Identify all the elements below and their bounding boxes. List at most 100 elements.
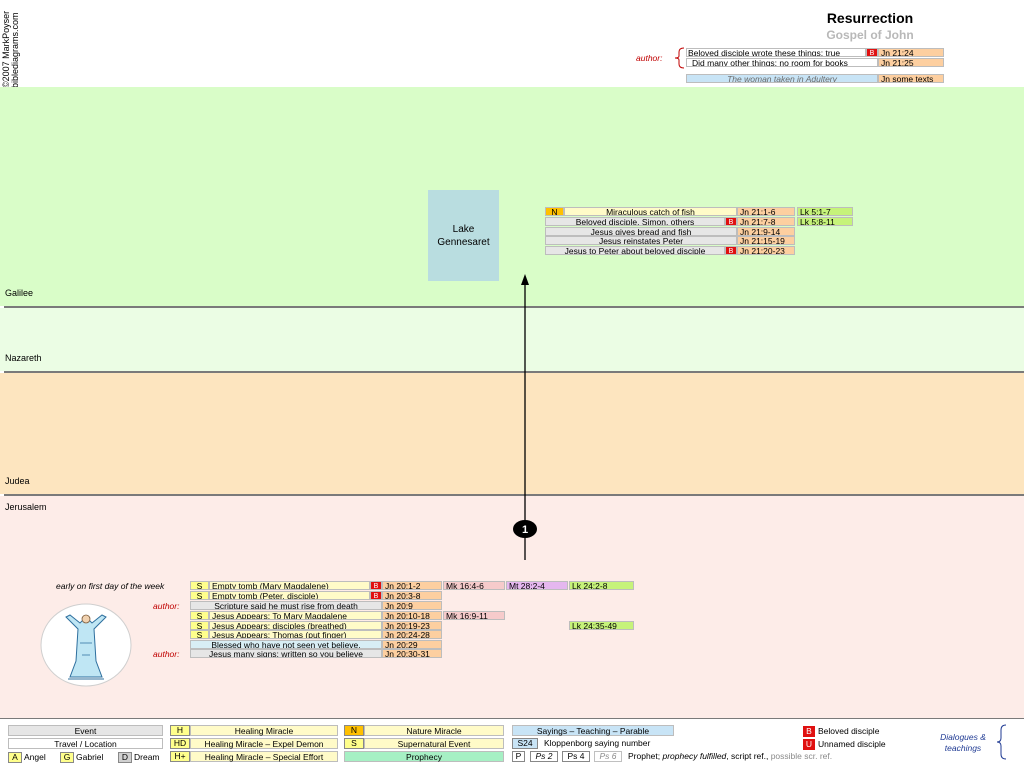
jerusalem-event-5-lk: Lk 24:35-49 — [569, 621, 634, 630]
jerusalem-event-5: Jesus Appears: disciples (breathed) — [209, 621, 382, 630]
galilee-event-5: Jesus to Peter about beloved disciple — [545, 246, 725, 255]
legend-expel: Healing Miracle – Expel Demon — [190, 738, 338, 749]
jerusalem-event-1-jn: Jn 20:1-2 — [382, 581, 442, 590]
legend-unnamed: Unnamed disciple — [818, 739, 886, 749]
legend-special: Healing Miracle – Special Effort — [190, 751, 338, 762]
jerusalem-event-1-lk: Lk 24:2-8 — [569, 581, 634, 590]
region-galilee: Galilee — [0, 87, 1024, 306]
legend-angel-key: A — [8, 752, 22, 763]
svg-text:1: 1 — [522, 524, 528, 536]
legend-prophet: Prophet; prophecy fulfilled, script ref.… — [628, 751, 833, 761]
legend-angel: Angel — [24, 752, 46, 762]
supernatural-badge: S — [190, 611, 209, 620]
legend-kloppenborg: Kloppenborg saying number — [544, 738, 651, 748]
time-label: early on first day of the week — [56, 581, 165, 591]
jerusalem-event-3: Scripture said he must rise from death — [190, 601, 382, 610]
jerusalem-event-6: Jesus Appears: Thomas (put finger) — [209, 630, 382, 639]
dialogues-brace — [996, 724, 1007, 760]
legend-s-key: S — [344, 738, 364, 749]
copyright-line-2: biblediagrams.com — [10, 12, 20, 88]
legend-dream: Dream — [134, 752, 160, 762]
copyright: ©2007 MarkPoyser biblediagrams.com — [1, 2, 21, 88]
galilee-event-1-jn: Jn 21:1-6 — [737, 207, 795, 216]
legend-gabriel: Gabriel — [76, 752, 104, 762]
page-subtitle: Gospel of John — [826, 28, 914, 42]
jerusalem-event-8-jn: Jn 20:30-31 — [382, 649, 442, 658]
lake-label-line-1: Lake — [452, 224, 475, 235]
legend-ps2: Ps 2 — [530, 751, 558, 762]
region-jerusalem: Jerusalem — [0, 496, 1024, 718]
beloved-badge: B — [725, 217, 737, 226]
legend-gabriel-key: G — [60, 752, 74, 763]
author-row-1-text: Beloved disciple wrote these things; tru… — [686, 48, 866, 57]
beloved-badge: B — [370, 591, 382, 600]
galilee-event-2-lk: Lk 5:8-11 — [797, 217, 853, 226]
jerusalem-event-4-jn: Jn 20:10-18 — [382, 611, 442, 620]
author-row-2-text: Did many other things; no room for books — [686, 58, 878, 67]
legend-supernatural: Supernatural Event — [364, 738, 504, 749]
jerusalem-event-4-mk: Mk 16:9-11 — [443, 611, 505, 620]
page-title: Resurrection — [826, 10, 914, 26]
legend-prophecy: Prophecy — [344, 751, 504, 762]
judea-label: Judea — [5, 476, 30, 486]
legend-n-key: N — [344, 725, 364, 736]
galilee-label: Galilee — [5, 288, 34, 298]
jerusalem-event-2-jn: Jn 20:3-8 — [382, 591, 442, 600]
divider-judea — [4, 494, 1024, 496]
supernatural-badge: S — [190, 591, 209, 600]
jerusalem-event-5-jn: Jn 20:19-23 — [382, 621, 442, 630]
legend-u-key: U — [803, 739, 815, 750]
author-bracket — [674, 47, 685, 69]
lake-gennesaret: Lake Gennesaret — [428, 190, 499, 281]
galilee-event-3-jn: Jn 21:9-14 — [737, 227, 795, 236]
beloved-badge: B — [866, 48, 878, 57]
jerusalem-event-1-mk: Mk 16:4-6 — [443, 581, 505, 590]
author-row-2-ref: Jn 21:25 — [878, 58, 944, 67]
galilee-event-1-lk: Lk 5:1-7 — [797, 207, 853, 216]
author-label: author: — [636, 53, 663, 63]
legend-hplus-key: H+ — [170, 751, 190, 762]
jerusalem-label: Jerusalem — [5, 502, 47, 512]
jerusalem-event-2: Empty tomb (Peter, disciple) — [209, 591, 370, 600]
nature-miracle-badge: N — [545, 207, 564, 216]
lake-label-line-2: Gennesaret — [437, 237, 490, 248]
supernatural-badge: S — [190, 630, 209, 639]
beloved-badge: B — [725, 246, 737, 255]
legend-dream-key: D — [118, 752, 132, 763]
jerusalem-event-3-jn: Jn 20:9 — [382, 601, 442, 610]
legend-dialogues-1: Dialogues & — [940, 732, 986, 742]
risen-jesus-illustration — [40, 603, 132, 687]
jerusalem-event-1-mt: Mt 28:2-4 — [506, 581, 568, 590]
legend-hd-key: HD — [170, 738, 190, 749]
jerusalem-event-6-jn: Jn 20:24-28 — [382, 630, 442, 639]
galilee-event-4-jn: Jn 21:15-19 — [737, 236, 795, 245]
legend-s24-key: S24 — [512, 738, 538, 749]
legend-beloved: Beloved disciple — [818, 726, 880, 736]
galilee-event-5-jn: Jn 21:20-23 — [737, 246, 795, 255]
galilee-event-4: Jesus reinstates Peter — [545, 236, 737, 245]
legend-b-key: B — [803, 726, 815, 737]
legend-p-key: P — [512, 751, 525, 762]
divider-galilee — [4, 306, 1024, 308]
legend-nature: Nature Miracle — [364, 725, 504, 736]
supernatural-badge: S — [190, 621, 209, 630]
adultery-ref: Jn some texts — [878, 74, 944, 83]
legend-travel: Travel / Location — [8, 738, 163, 749]
beloved-badge: B — [370, 581, 382, 590]
divider-nazareth — [4, 371, 1024, 373]
jerusalem-event-8: Jesus many signs; written so you believe — [190, 649, 382, 658]
region-judea: Judea — [0, 373, 1024, 494]
region-nazareth: Nazareth — [0, 308, 1024, 371]
galilee-event-2-jn: Jn 21:7-8 — [737, 217, 795, 226]
legend-divider — [0, 718, 1024, 719]
jerusalem-event-1: Empty tomb (Mary Magdalene) — [209, 581, 370, 590]
supernatural-badge: S — [190, 581, 209, 590]
adultery-note: The woman taken in Adultery — [686, 74, 878, 83]
galilee-event-2: Beloved disciple, Simon, others — [545, 217, 725, 226]
travel-arrow — [521, 274, 529, 560]
nazareth-label: Nazareth — [5, 353, 42, 363]
jerusalem-event-7-jn: Jn 20:29 — [382, 640, 442, 649]
legend-dialogues-2: teachings — [944, 743, 982, 753]
legend-sayings: Sayings – Teaching – Parable — [512, 725, 674, 736]
